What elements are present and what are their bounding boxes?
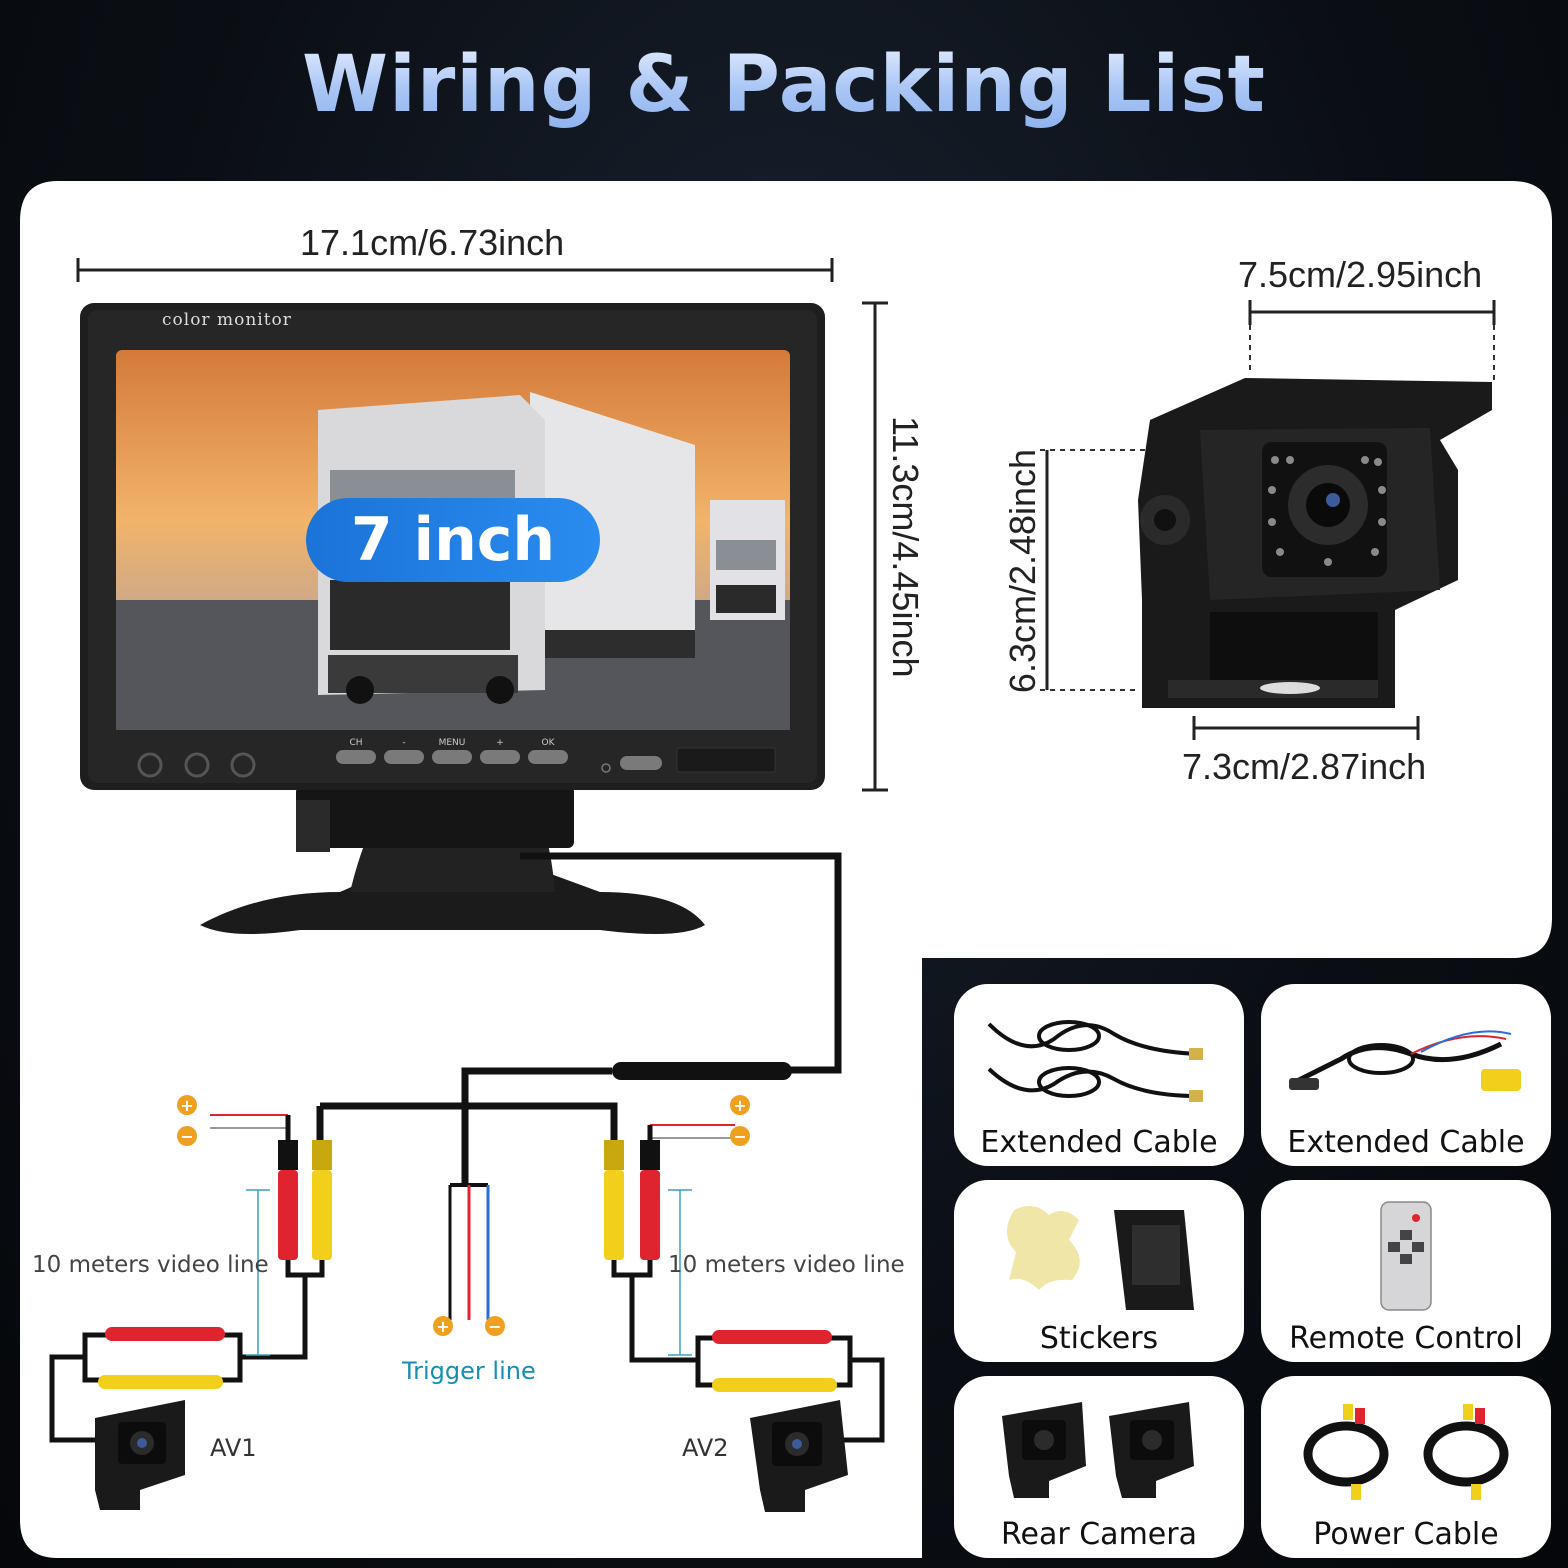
button-label-minus: -: [402, 738, 406, 748]
packing-item-extended-cable-1: Extended Cable: [954, 984, 1244, 1166]
power-harness-icon: [1289, 1030, 1521, 1091]
extension-cable-icon: [987, 1020, 1203, 1102]
packing-item-label: Rear Camera: [1001, 1517, 1197, 1552]
packing-item-label: Extended Cable: [1287, 1125, 1525, 1160]
av2-label: AV2: [682, 1434, 729, 1462]
packing-item-label: Power Cable: [1313, 1517, 1499, 1552]
packing-item-remote-control: Remote Control: [1261, 1180, 1551, 1362]
svg-text:+: +: [733, 1096, 746, 1115]
rear-camera-icon: [1002, 1402, 1194, 1498]
packing-item-label: Stickers: [1039, 1321, 1159, 1356]
packing-item-stickers: Stickers: [954, 1180, 1244, 1362]
power-cable-icon: [1303, 1404, 1509, 1500]
monitor-width-dimension: 17.1cm/6.73inch: [300, 222, 565, 263]
button-label-ok: OK: [541, 738, 555, 748]
screen-size-badge: 7 inch: [306, 498, 600, 582]
camera-width-top-dimension: 7.5cm/2.95inch: [1238, 254, 1483, 295]
video-line-label-left: 10 meters video line: [32, 1252, 269, 1278]
sticker-bracket-icon: [1006, 1206, 1194, 1310]
button-label-menu: MENU: [438, 738, 466, 748]
button-label-ch: CH: [349, 738, 363, 748]
svg-text:+: +: [436, 1317, 449, 1336]
packing-item-label: Extended Cable: [980, 1125, 1218, 1160]
svg-text:−: −: [488, 1317, 501, 1336]
monitor-brand-label: color monitor: [162, 310, 292, 330]
page-title: Wiring & Packing List: [0, 40, 1568, 130]
button-label-plus: +: [496, 738, 504, 748]
packing-item-label: Remote Control: [1289, 1321, 1523, 1356]
svg-text:−: −: [180, 1127, 193, 1146]
camera-width-bottom-dimension: 7.3cm/2.87inch: [1182, 746, 1427, 787]
remote-control-icon: [1380, 1201, 1432, 1311]
packing-item-extended-cable-2: Extended Cable: [1261, 984, 1551, 1166]
trigger-line-label: Trigger line: [402, 1357, 536, 1385]
svg-text:+: +: [180, 1096, 193, 1115]
video-line-label-right: 10 meters video line: [668, 1252, 905, 1278]
packing-item-rear-camera: Rear Camera: [954, 1376, 1244, 1558]
av1-label: AV1: [210, 1434, 257, 1462]
packing-item-power-cable: Power Cable: [1261, 1376, 1551, 1558]
svg-text:−: −: [733, 1127, 746, 1146]
